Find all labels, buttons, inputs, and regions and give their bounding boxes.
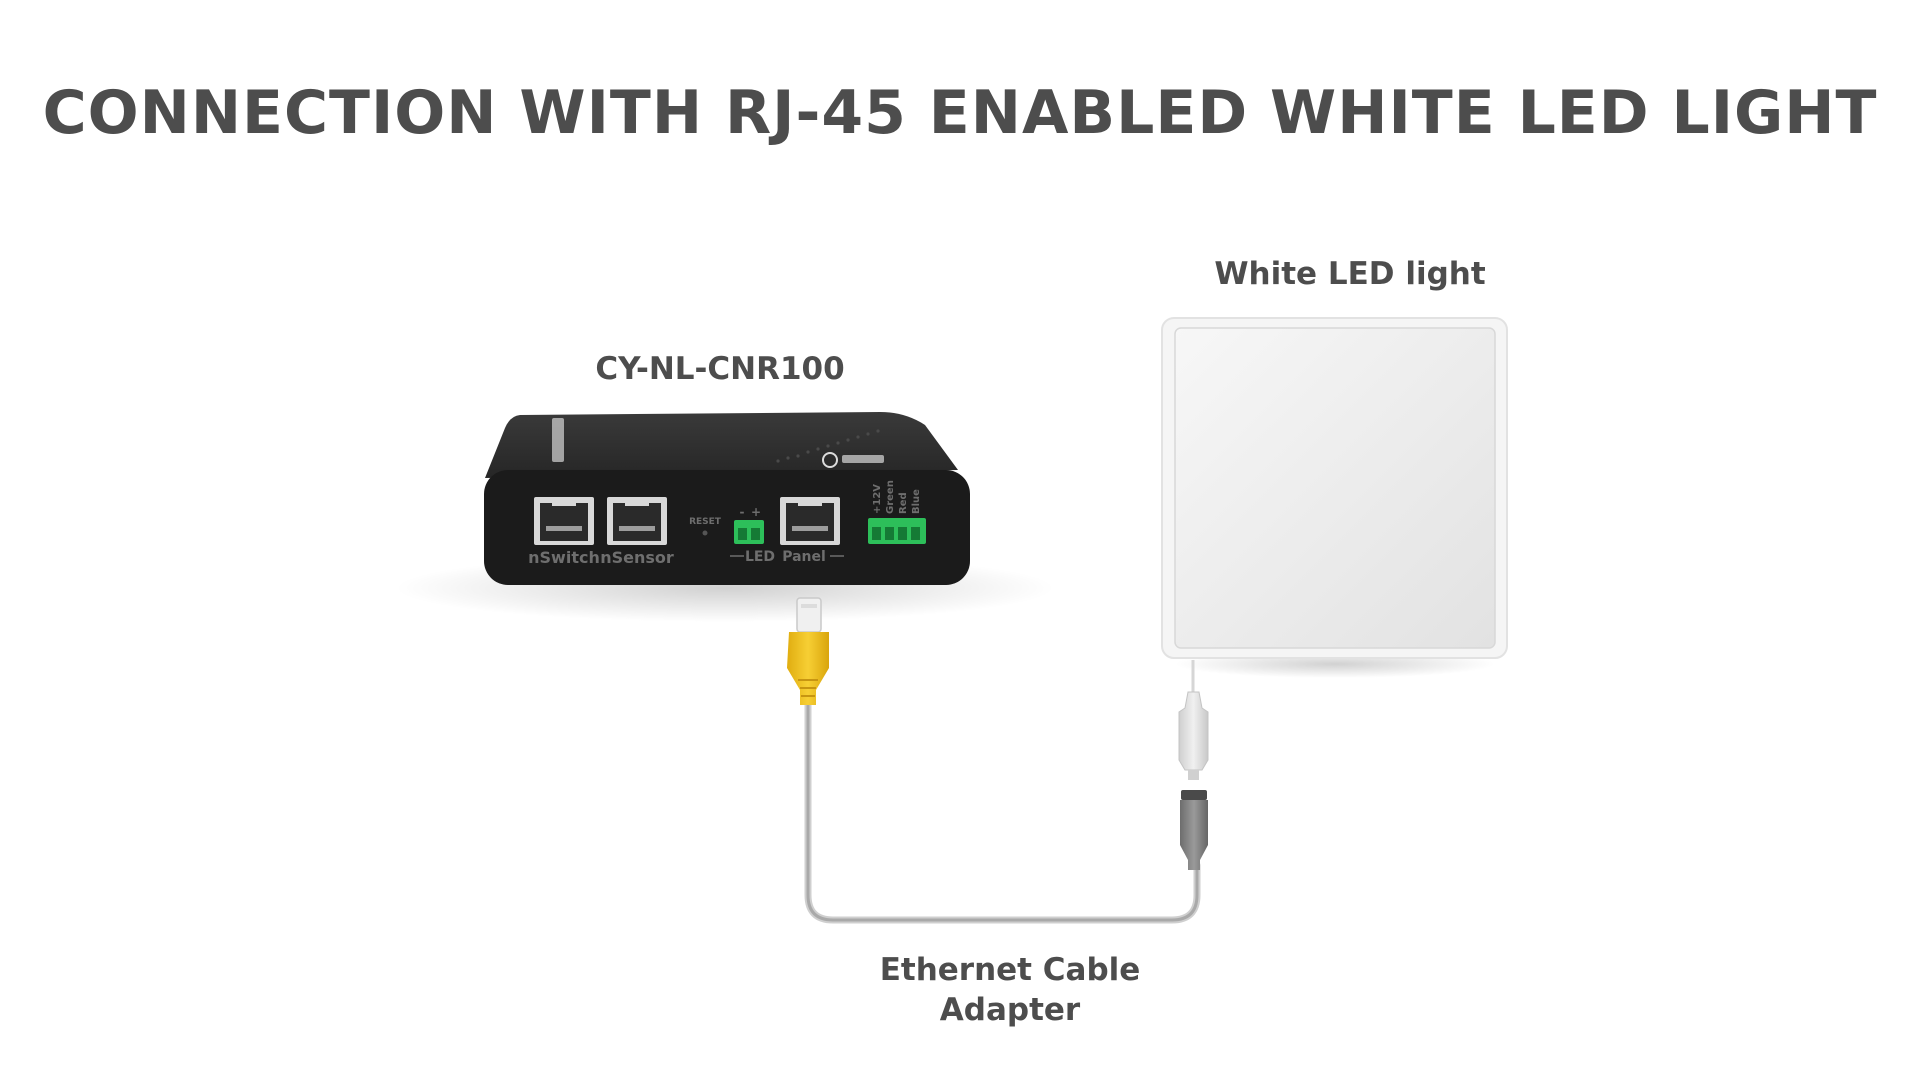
led-minus-label: - — [740, 505, 745, 519]
controller-device: nSwitch nSensor RESET - + LED Panel — [395, 412, 1055, 622]
port-panel — [780, 497, 840, 545]
diagram-title: CONNECTION WITH RJ-45 ENABLED WHITE LED … — [42, 78, 1878, 148]
led-port-label: LED — [745, 549, 775, 565]
white-led-panel — [1161, 317, 1508, 678]
reset-button — [702, 530, 708, 536]
cable-wire-inner — [806, 698, 1199, 922]
device-label: CY-NL-CNR100 — [595, 351, 845, 387]
brand-logo-icon — [822, 452, 884, 468]
cable-label: Ethernet Cable Adapter — [860, 950, 1160, 1030]
nswitch-port-label: nSwitch — [528, 548, 600, 567]
adapter-connector — [1180, 790, 1208, 870]
device-top — [485, 412, 958, 478]
light-label: White LED light — [1214, 256, 1486, 292]
v12-label: +12V — [872, 484, 883, 514]
panel-cable-connector — [1178, 691, 1209, 780]
device-front — [484, 470, 970, 585]
led-terminal-block — [734, 520, 764, 544]
cable-wire-outer — [804, 696, 1201, 924]
rj45-connector-yellow — [787, 597, 829, 705]
rgb-terminal-block — [868, 518, 926, 544]
cable-label-line1: Ethernet Cable — [879, 952, 1141, 988]
side-label-icon — [552, 418, 564, 462]
panel-diffuser — [1174, 327, 1496, 649]
port-nswitch — [534, 497, 594, 545]
reset-label: RESET — [689, 517, 722, 527]
ethernet-cable — [787, 597, 1209, 924]
port-nsensor — [607, 497, 667, 545]
red-label: Red — [898, 492, 909, 514]
panel-port-label: Panel — [782, 549, 826, 565]
blue-label: Blue — [911, 489, 922, 514]
vent-holes — [776, 429, 880, 463]
cable-label-line2: Adapter — [939, 992, 1081, 1028]
nsensor-port-label: nSensor — [600, 548, 674, 567]
green-label: Green — [885, 480, 896, 514]
led-plus-label: + — [751, 505, 761, 519]
